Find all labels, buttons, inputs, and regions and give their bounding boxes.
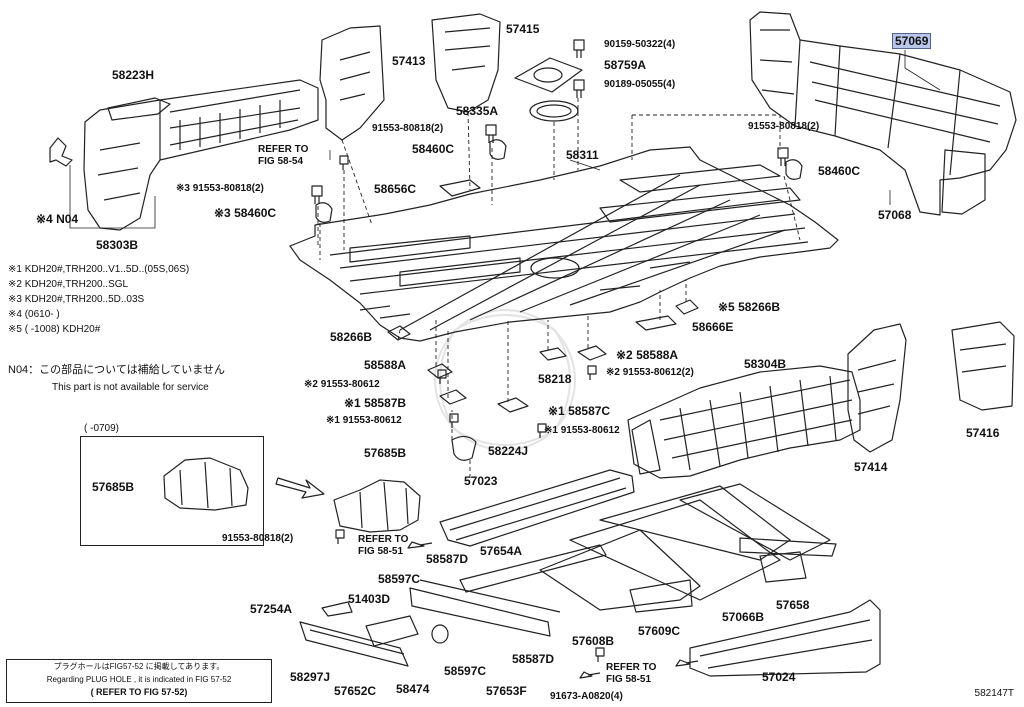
part-s1-58587c[interactable]: ※1 58587C bbox=[548, 404, 611, 418]
part-57413[interactable]: 57413 bbox=[392, 54, 426, 68]
plug-hole-note: プラグホールはFIG57-52 に掲載してあります。 Regarding PLU… bbox=[6, 659, 272, 703]
part-90159-50322[interactable]: 90159-50322(4) bbox=[604, 39, 676, 50]
part-s2-91553-80612[interactable]: ※2 91553-80612 bbox=[304, 379, 380, 390]
variant-note-4: ※4 (0610- ) bbox=[8, 309, 60, 320]
part-s2-91553-80612-2[interactable]: ※2 91553-80612(2) bbox=[606, 367, 694, 378]
part-s1-91553-80612-r[interactable]: ※1 91553-80612 bbox=[544, 425, 620, 436]
n04-note-en: This part is not available for service bbox=[52, 382, 209, 393]
underbody-members bbox=[299, 483, 837, 667]
pillar-57414 bbox=[847, 323, 907, 453]
part-57653f[interactable]: 57653F bbox=[486, 684, 527, 698]
part-58335a[interactable]: 58335A bbox=[456, 104, 499, 118]
inset-bracket bbox=[163, 457, 249, 511]
part-91673-a0820[interactable]: 91673-A0820(4) bbox=[550, 691, 623, 702]
refer-fig-58-51-b[interactable]: REFER TO FIG 58-51 bbox=[606, 662, 656, 686]
inset-frame bbox=[80, 436, 264, 546]
refer-fig-58-51-a-text: REFER TO FIG 58-51 bbox=[358, 534, 409, 557]
plug-hole-note-jp: プラグホールはFIG57-52 に掲載してあります。 bbox=[53, 662, 225, 671]
part-58666e[interactable]: 58666E bbox=[692, 320, 734, 334]
part-n04[interactable]: ※4 N04 bbox=[36, 212, 79, 226]
part-58304b[interactable]: 58304B bbox=[744, 357, 787, 371]
cross-member-57024 bbox=[689, 599, 881, 677]
watermark-emblem bbox=[434, 309, 576, 451]
bolts bbox=[311, 39, 789, 662]
part-58303b[interactable]: 58303B bbox=[96, 238, 139, 252]
plug-hole-note-en: Regarding PLUG HOLE , it is indicated in… bbox=[46, 675, 232, 684]
rear-floor-58304b bbox=[627, 365, 861, 479]
part-58587d-b[interactable]: 58587D bbox=[512, 652, 555, 666]
part-57609c[interactable]: 57609C bbox=[638, 624, 681, 638]
variant-notes: ※1 KDH20#,TRH200..V1..5D..(05S,06S) ※2 K… bbox=[8, 262, 189, 337]
part-58266b[interactable]: 58266B bbox=[330, 330, 373, 344]
part-57652c[interactable]: 57652C bbox=[334, 684, 377, 698]
part-91553-80818-top[interactable]: 91553-80818(2) bbox=[372, 123, 444, 134]
bracket-57685b bbox=[333, 479, 421, 533]
part-58297j[interactable]: 58297J bbox=[290, 670, 331, 684]
panel-57416 bbox=[951, 321, 1015, 411]
part-58597c-a[interactable]: 58597C bbox=[378, 572, 421, 586]
variant-note-3: ※3 KDH20#,TRH200..5D..03S bbox=[8, 294, 145, 305]
part-58218[interactable]: 58218 bbox=[538, 372, 572, 386]
variant-note-2: ※2 KDH20#,TRH200..SGL bbox=[8, 279, 129, 290]
cross-member-57023 bbox=[439, 469, 635, 547]
inset-arrow bbox=[275, 477, 325, 499]
part-57069[interactable]: 57069 bbox=[891, 33, 932, 49]
grommet-58335a bbox=[529, 100, 579, 122]
refer-fig-58-54-text: REFER TO FIG 58-54 bbox=[258, 144, 309, 167]
refer-fig-58-51-b-text: REFER TO FIG 58-51 bbox=[606, 662, 657, 685]
inset-label: ( -0709) bbox=[84, 423, 120, 434]
part-57066b[interactable]: 57066B bbox=[722, 610, 765, 624]
part-90189-05055[interactable]: 90189-05055(4) bbox=[604, 79, 676, 90]
part-58224j[interactable]: 58224J bbox=[488, 444, 529, 458]
illustration-code: 582147T bbox=[974, 688, 1014, 699]
part-58588a[interactable]: 58588A bbox=[364, 358, 407, 372]
part-s2-58588a[interactable]: ※2 58588A bbox=[616, 348, 679, 362]
part-57685b-inset[interactable]: 57685B bbox=[92, 480, 135, 494]
variant-note-1: ※1 KDH20#,TRH200..V1..5D..(05S,06S) bbox=[8, 264, 190, 275]
clip-n04 bbox=[49, 137, 73, 167]
part-58460c-right[interactable]: 58460C bbox=[818, 164, 861, 178]
part-58474[interactable]: 58474 bbox=[396, 682, 430, 696]
plug-hole-note-ref: ( REFER TO FIG 57-52) bbox=[90, 687, 188, 697]
part-58311[interactable]: 58311 bbox=[566, 148, 599, 162]
part-57608b[interactable]: 57608B bbox=[572, 634, 615, 648]
refer-fig-58-54[interactable]: REFER TO FIG 58-54 bbox=[258, 144, 318, 168]
part-s5-58266b[interactable]: ※5 58266B bbox=[718, 300, 781, 314]
part-s3-91553-80818[interactable]: ※3 91553-80818(2) bbox=[176, 183, 264, 194]
pillar-57413 bbox=[319, 25, 385, 141]
part-58587d-a[interactable]: 58587D bbox=[426, 552, 469, 566]
part-57415[interactable]: 57415 bbox=[506, 22, 540, 36]
n04-note-jp: N04：この部品については補給していません bbox=[8, 364, 225, 376]
side-member-57069 bbox=[749, 11, 1017, 216]
part-91553-80818-right[interactable]: 91553-80818(2) bbox=[748, 121, 820, 132]
part-58597c-b[interactable]: 58597C bbox=[444, 664, 487, 678]
plate-58759a bbox=[514, 57, 583, 93]
part-57254a[interactable]: 57254A bbox=[250, 602, 293, 616]
side-member-58303b bbox=[83, 79, 319, 231]
part-s1-91553-80612-l[interactable]: ※1 91553-80612 bbox=[326, 415, 402, 426]
part-s1-58587b[interactable]: ※1 58587B bbox=[344, 396, 407, 410]
part-57654a[interactable]: 57654A bbox=[480, 544, 523, 558]
part-s3-58460c[interactable]: ※3 58460C bbox=[214, 206, 277, 220]
part-57024[interactable]: 57024 bbox=[762, 670, 796, 684]
refer-fig-58-51-a[interactable]: REFER TO FIG 58-51 bbox=[358, 534, 408, 558]
part-51403d[interactable]: 51403D bbox=[348, 592, 391, 606]
part-57658[interactable]: 57658 bbox=[776, 598, 810, 612]
part-57068[interactable]: 57068 bbox=[878, 208, 912, 222]
part-58460c-top[interactable]: 58460C bbox=[412, 142, 455, 156]
bracket-58223h bbox=[107, 97, 171, 121]
floor-pan-58311 bbox=[289, 146, 839, 342]
part-57416[interactable]: 57416 bbox=[966, 426, 1000, 440]
part-58759a[interactable]: 58759A bbox=[604, 58, 647, 72]
part-57685b[interactable]: 57685B bbox=[364, 446, 407, 460]
part-58223h[interactable]: 58223H bbox=[112, 68, 155, 82]
panel-57415 bbox=[431, 13, 501, 113]
part-58656c[interactable]: 58656C bbox=[374, 182, 417, 196]
part-57023[interactable]: 57023 bbox=[464, 474, 498, 488]
variant-note-5: ※5 ( -1008) KDH20# bbox=[8, 324, 101, 335]
part-57414[interactable]: 57414 bbox=[854, 460, 888, 474]
part-91553-80818-bottom[interactable]: 91553-80818(2) bbox=[222, 533, 294, 544]
